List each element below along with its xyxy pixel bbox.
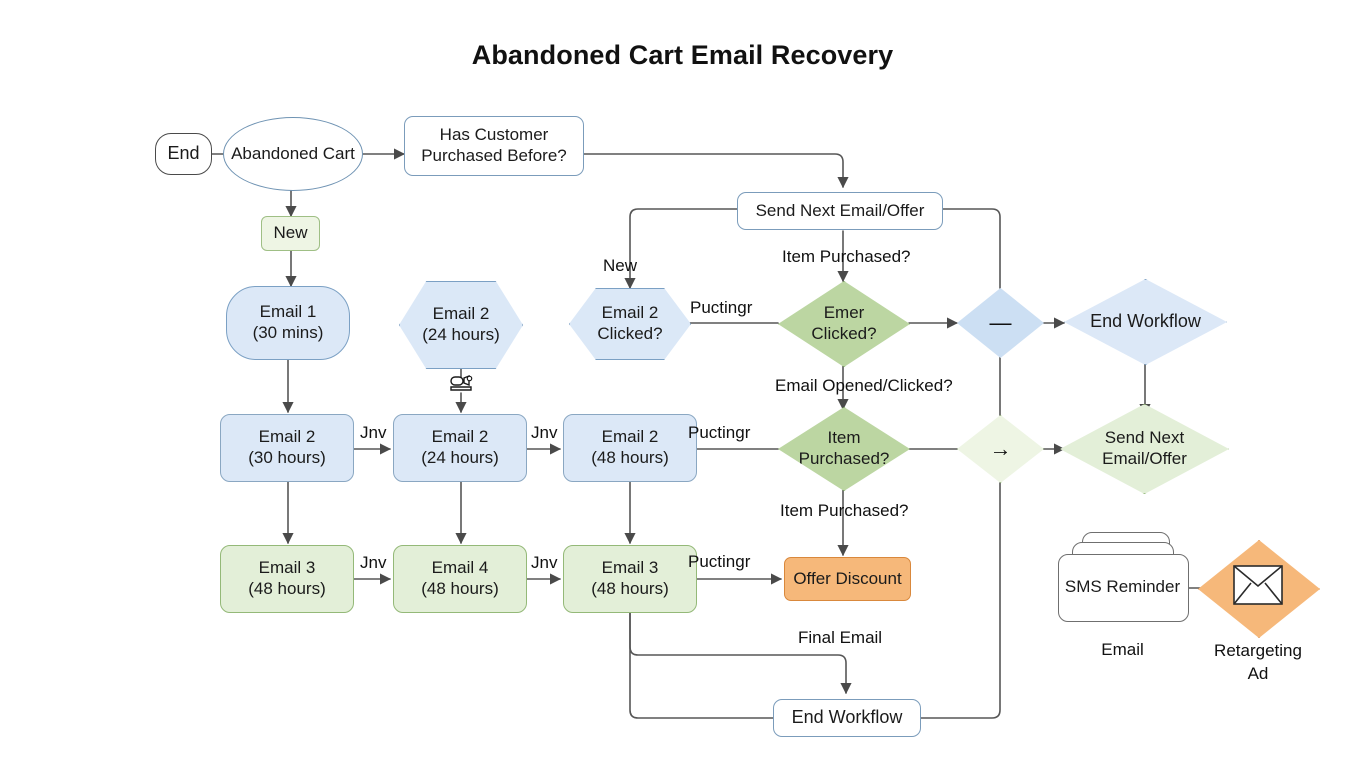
envelope-icon: [1233, 565, 1283, 605]
node-email2-30-line1: Email 2: [258, 427, 316, 447]
node-email3-48-a[interactable]: Email 3 (48 hours): [220, 545, 354, 613]
node-offer-discount-label: Offer Discount: [793, 568, 902, 588]
edge-haspurchased-to-sendnext: [582, 153, 849, 189]
node-has-customer-purchased-line2: Purchased Before?: [421, 146, 567, 165]
node-item-purchased-line1: Item: [827, 428, 861, 448]
caption-retargeting-ad-line1: Retargeting: [1214, 641, 1302, 660]
node-send-next-email-offer-right-line1: Send Next: [1104, 428, 1185, 448]
node-email2-24-line2: (24 hours): [421, 448, 499, 467]
node-email2-30[interactable]: Email 2 (30 hours): [220, 414, 354, 482]
node-email4-48-line1: Email 4: [431, 558, 489, 578]
node-email4-48[interactable]: Email 4 (48 hours): [393, 545, 527, 613]
node-sms-reminder-label: SMS Reminder: [1064, 576, 1181, 596]
edge-label-item-purchased-top: Item Purchased?: [782, 247, 911, 266]
node-abandoned-cart[interactable]: Abandoned Cart: [223, 117, 363, 191]
edge-label-puctingr-2: Puctingr: [688, 423, 751, 442]
node-email4-48-line2: (48 hours): [421, 579, 499, 598]
node-email3-48-b[interactable]: Email 3 (48 hours): [563, 545, 697, 613]
card-stack-icon: [1058, 532, 1190, 622]
node-email2-48-line1: Email 2: [601, 427, 659, 447]
node-new-badge[interactable]: New: [261, 216, 320, 251]
node-sms-reminder[interactable]: SMS Reminder: [1058, 554, 1187, 620]
page-title: Abandoned Cart Email Recovery: [471, 40, 894, 70]
edge-label-email-opened-clicked: Email Opened/Clicked?: [775, 376, 953, 395]
node-email1-line2: (30 mins): [252, 323, 324, 342]
node-end-workflow-right-label: End Workflow: [1090, 311, 1201, 332]
caption-retargeting-ad: Retargeting Ad: [1188, 640, 1328, 686]
node-email1[interactable]: Email 1 (30 mins): [226, 286, 350, 360]
node-email3-48-a-line1: Email 3: [258, 558, 316, 578]
edge-label-puctingr-1: Puctingr: [690, 298, 753, 317]
node-email3-48-b-line2: (48 hours): [591, 579, 669, 598]
edge-label-final-email: Final Email: [798, 628, 883, 647]
node-send-next-email-offer-top[interactable]: Send Next Email/Offer: [737, 192, 943, 230]
edge-email3-to-endworkflow-bottom: [629, 611, 774, 719]
node-email2-24[interactable]: Email 2 (24 hours): [393, 414, 527, 482]
node-email2-30-line2: (30 hours): [248, 448, 326, 467]
node-email2-24-hex-line1: Email 2: [432, 304, 490, 324]
node-email2-clicked-line1: Email 2: [601, 303, 659, 323]
node-email2-clicked-line2: Clicked?: [597, 324, 663, 343]
node-emer-clicked-line2: Clicked?: [811, 324, 877, 343]
node-junction-arrow-label: →: [989, 436, 1012, 461]
edge-sendnext-to-bus: [942, 208, 1001, 289]
node-has-customer-purchased[interactable]: Has Customer Purchased Before?: [404, 116, 584, 176]
node-end-start-label: End: [167, 143, 200, 164]
node-end-start[interactable]: End: [155, 133, 212, 175]
edge-label-item-purchased-bottom: Item Purchased?: [780, 501, 909, 520]
node-email2-24-line1: Email 2: [431, 427, 489, 447]
node-has-customer-purchased-line1: Has Customer: [439, 125, 549, 145]
edge-label-new: New: [603, 256, 638, 275]
edge-label-puctingr-3: Puctingr: [688, 552, 751, 571]
node-junction-dash-label: —: [989, 310, 1012, 335]
edge-email3-final-to-endworkflow: [629, 611, 852, 695]
node-email2-24-hex[interactable]: Email 2 (24 hours): [399, 281, 523, 369]
node-email2-48[interactable]: Email 2 (48 hours): [563, 414, 697, 482]
node-email1-line1: Email 1: [259, 302, 317, 322]
node-email2-24-hex-line2: (24 hours): [422, 325, 500, 344]
node-offer-discount[interactable]: Offer Discount: [784, 557, 911, 601]
node-emer-clicked-line1: Emer: [823, 303, 865, 323]
node-item-purchased-line2: Purchased?: [798, 449, 890, 468]
edge-label-jnv-1: Jnv: [360, 423, 387, 442]
node-email3-48-a-line2: (48 hours): [248, 579, 326, 598]
edge-label-jnv-4: Jnv: [531, 553, 558, 572]
edge-label-jnv-3: Jnv: [360, 553, 387, 572]
caption-email-icon: Email: [1101, 640, 1144, 659]
node-send-next-email-offer-top-label: Send Next Email/Offer: [755, 200, 925, 220]
node-email3-48-b-line1: Email 3: [601, 558, 659, 578]
edge-label-jnv-2: Jnv: [531, 423, 558, 442]
person-video-icon: [449, 374, 475, 394]
edge-bus-to-endworkflow: [920, 482, 1001, 719]
caption-retargeting-ad-line2: Ad: [1247, 663, 1269, 683]
node-send-next-email-offer-right-line2: Email/Offer: [1102, 449, 1187, 468]
node-email2-clicked[interactable]: Email 2 Clicked?: [569, 288, 691, 360]
edge-sendnext-to-email2clicked: [624, 208, 738, 290]
node-new-badge-label: New: [273, 223, 308, 243]
node-abandoned-cart-label: Abandoned Cart: [231, 143, 355, 163]
node-end-workflow-bottom-label: End Workflow: [791, 707, 903, 728]
node-end-workflow-bottom[interactable]: End Workflow: [773, 699, 921, 737]
node-email2-48-line2: (48 hours): [591, 448, 669, 467]
